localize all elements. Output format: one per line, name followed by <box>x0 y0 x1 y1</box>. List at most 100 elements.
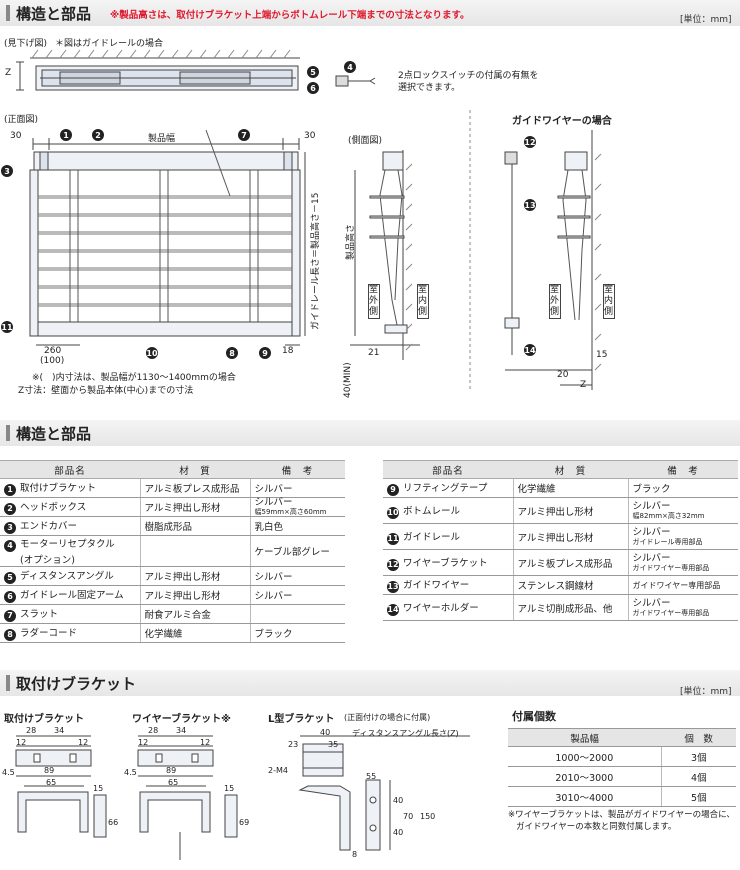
dim-18: 18 <box>282 346 294 356</box>
bracket-drawings <box>15 735 470 860</box>
b1-d15: 15 <box>93 784 104 793</box>
callout-2: 2 <box>95 131 101 140</box>
top-view-note: ＊図はガイドレールの場合 <box>55 39 164 49</box>
b3-d40: 40 <box>320 728 331 737</box>
dim-40-min: 40(MIN) <box>343 362 353 398</box>
b2-d45: 4.5 <box>124 768 137 777</box>
side-inside: 室内側 <box>417 284 429 319</box>
wire-dim-z: Z <box>580 380 587 390</box>
wire-view-label: ガイドワイヤーの場合 <box>512 116 612 127</box>
callout-12: 12 <box>524 138 535 147</box>
b2-d28: 28 <box>148 726 159 735</box>
section-title: 取付けブラケット <box>16 675 137 693</box>
bracket3-title: L型ブラケット <box>268 714 335 725</box>
section-header-parts: 構造と部品 <box>0 420 740 446</box>
section-header-structure: 構造と部品 ※製品高さは、取付けブラケット上端からボトムレール下端までの寸法とな… <box>0 0 740 26</box>
dim-30-left: 30 <box>10 131 22 141</box>
bracket2-title: ワイヤーブラケット※ <box>132 714 231 725</box>
dim-260: 260 <box>44 346 62 356</box>
b3-d40b: 40 <box>393 796 404 805</box>
dim-width: 製品幅 <box>148 134 176 144</box>
callout-3: 3 <box>4 167 10 176</box>
unit-label: [単位：mm] <box>680 687 732 697</box>
b2-d34: 34 <box>176 726 187 735</box>
col-material: 材 質 <box>140 460 250 479</box>
b1-d28: 28 <box>26 726 37 735</box>
accessories-title: 付属個数 <box>512 710 556 723</box>
b2-d65: 65 <box>168 778 179 787</box>
dim-100: (100) <box>40 356 65 366</box>
callout-13: 13 <box>524 201 535 210</box>
guide-rail-length: ガイドレール長さ＝製品高さ－15 <box>311 192 321 330</box>
callout-11: 11 <box>1 323 13 332</box>
b3-m4: 2-M4 <box>268 766 288 775</box>
col-count: 個 数 <box>661 728 736 747</box>
b2-d12a: 12 <box>138 738 149 747</box>
front-view-label: (正面図) <box>4 115 39 125</box>
bracket3-title-note: (正面付けの場合に付属) <box>344 713 431 722</box>
b2-d15: 15 <box>224 784 235 793</box>
section-title: 構造と部品 <box>16 5 92 23</box>
b1-d66: 66 <box>108 818 119 827</box>
accessories-note-2: ガイドワイヤーの本数と同数付属します。 <box>516 822 677 832</box>
structure-drawing: 1 2 3 4 5 6 7 8 9 10 11 12 13 14 <box>1 49 602 390</box>
col-width: 製品幅 <box>508 728 662 747</box>
b1-d65: 65 <box>46 778 57 787</box>
callout-5: 5 <box>310 68 316 77</box>
top-view-label: (見下げ図) <box>4 39 48 49</box>
dim-20: 20 <box>557 370 569 380</box>
callout-6: 6 <box>310 84 316 93</box>
dim-30-right: 30 <box>304 131 316 141</box>
section-header-bracket: 取付けブラケット <box>0 670 740 696</box>
b3-d35: 35 <box>328 740 339 749</box>
callout-9: 9 <box>262 349 268 358</box>
product-height: 製品高さ <box>346 223 356 260</box>
callout-4: 4 <box>347 63 353 72</box>
b3-angle: ディスタンスアングル長さ(Z) <box>352 729 459 738</box>
b2-d12b: 12 <box>200 738 211 747</box>
callout-14: 14 <box>524 346 536 355</box>
callout-8: 8 <box>229 349 235 358</box>
b3-d150: 150 <box>420 812 436 821</box>
callout-1: 1 <box>63 131 69 140</box>
b1-d89: 89 <box>44 766 55 775</box>
wire-outside: 室外側 <box>549 284 561 319</box>
b1-d34: 34 <box>54 726 65 735</box>
col-name: 部品名 <box>383 460 513 479</box>
accessories-note-1: ※ワイヤーブラケットは、製品がガイドワイヤーの場合に、 <box>508 810 735 820</box>
callout-7: 7 <box>241 131 247 140</box>
b3-d55: 55 <box>366 772 377 781</box>
unit-label: [単位：mm] <box>680 15 732 25</box>
front-note-2: Z寸法：壁面から製品本体(中心)までの寸法 <box>18 386 194 396</box>
b2-d69: 69 <box>239 818 250 827</box>
front-note-1: ※( )内寸法は、製品幅が1130～1400mmの場合 <box>32 373 236 383</box>
col-remarks: 備 考 <box>628 460 738 479</box>
switch-note-2: 選択できます。 <box>398 83 461 93</box>
b3-d23: 23 <box>288 740 299 749</box>
side-outside: 室外側 <box>368 284 380 319</box>
height-note: ※製品高さは、取付けブラケット上端からボトムレール下端までの寸法となります。 <box>110 10 470 21</box>
dim-21: 21 <box>368 348 380 358</box>
section-title: 構造と部品 <box>16 425 92 443</box>
col-name: 部品名 <box>0 460 140 479</box>
dim-z: Z <box>5 68 12 78</box>
b3-d40c: 40 <box>393 828 404 837</box>
col-material: 材 質 <box>513 460 628 479</box>
